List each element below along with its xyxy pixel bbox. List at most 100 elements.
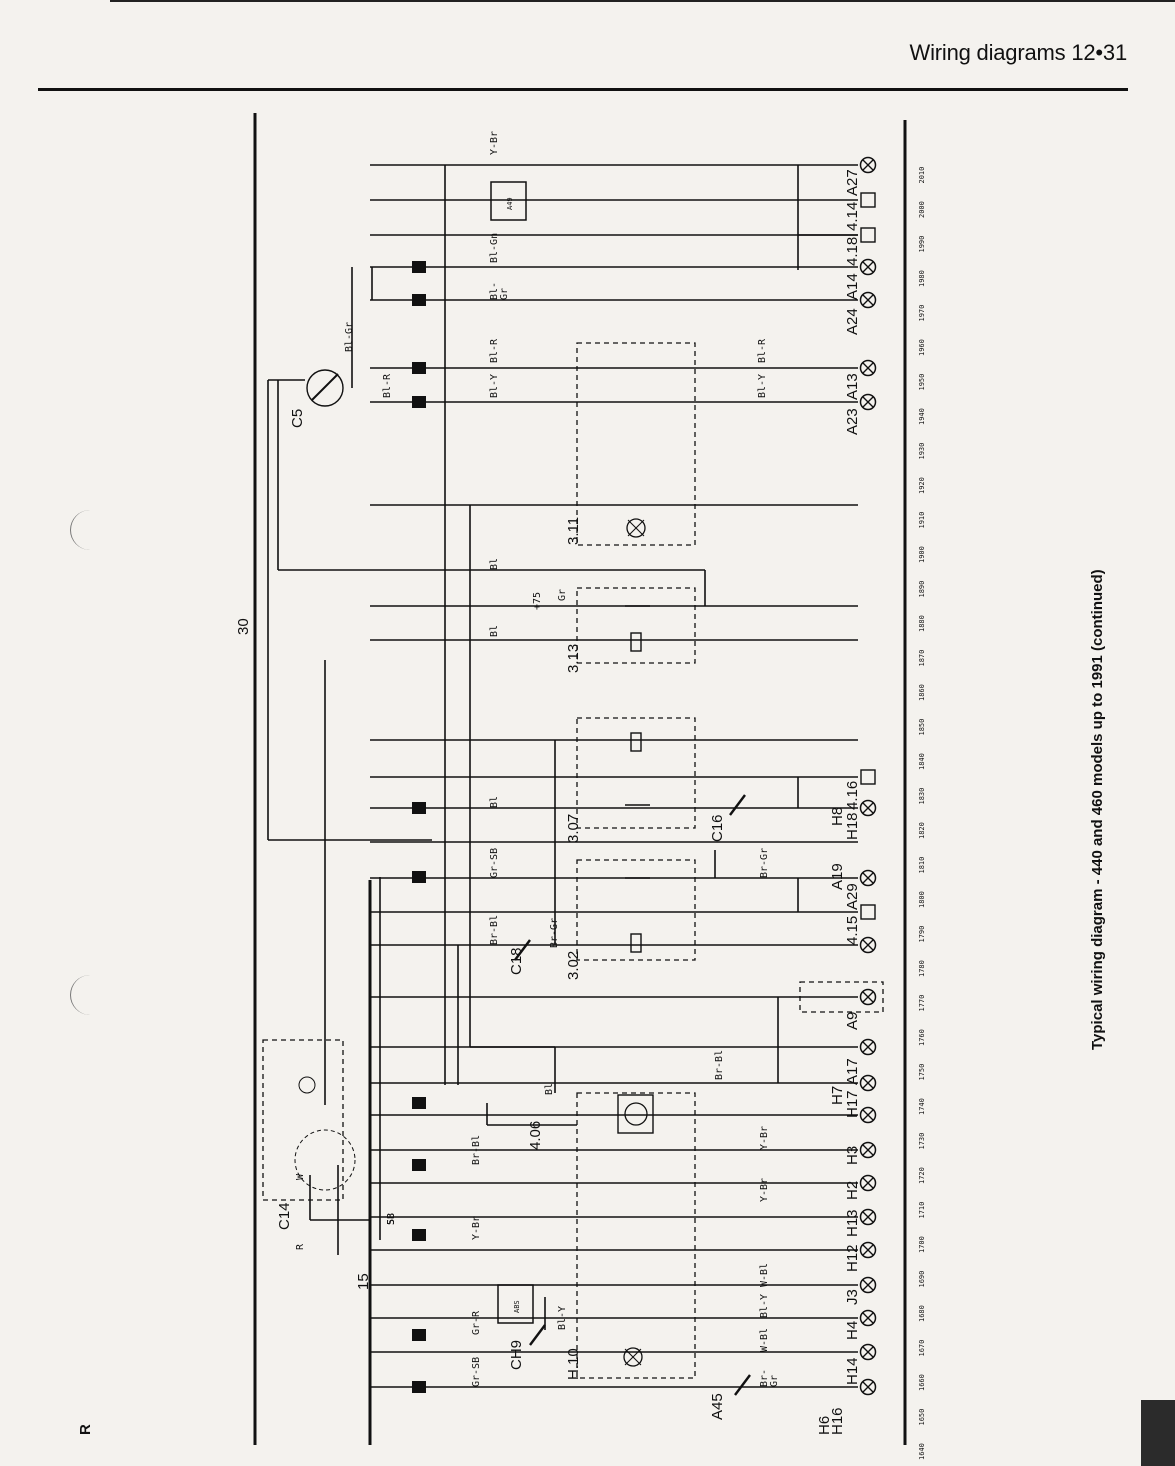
grid-number: 1840 (918, 753, 926, 770)
wire-color-label: Br- (759, 1369, 770, 1387)
grid-number: 1740 (918, 1098, 926, 1115)
switch-c14-box (262, 1039, 344, 1201)
grid-number: 1920 (918, 477, 926, 494)
lamp-icon (859, 936, 877, 954)
grid-number: 1930 (918, 443, 926, 460)
grid-numbers: 1640165016601670168016901700171017201730… (918, 167, 926, 1460)
switch-c16-label: C16 (709, 814, 726, 842)
connector-block (412, 261, 426, 273)
module-a49-label: A49 (506, 197, 514, 210)
lamp-icon (859, 359, 877, 377)
interior-lamp-icon (298, 1076, 316, 1094)
component-label: A23 (844, 408, 861, 435)
wire-color-label: Br-Gr (759, 848, 770, 878)
grid-number: 1860 (918, 684, 926, 701)
wire-color-label: Bl (489, 796, 500, 808)
component-label: H4 (844, 1321, 861, 1340)
chapter-tab (1141, 1400, 1175, 1466)
gauge-box (617, 1094, 654, 1134)
abs-label: ABS (513, 1300, 521, 1313)
bus-58-label: 58 (386, 1213, 397, 1225)
lamp-icon (859, 1276, 877, 1294)
wire-color-label: Br-Bl (489, 915, 500, 945)
wire-color-label: Br-Gr (549, 918, 560, 948)
lamp-icon (859, 1038, 877, 1056)
wire-color-label: Bl (489, 558, 500, 570)
switch-ch9-icon (529, 1324, 546, 1346)
relay-r-label: R (77, 1424, 94, 1435)
grid-number: 1760 (918, 1029, 926, 1046)
grid-number: 1870 (918, 650, 926, 667)
horizontal-wires (370, 164, 858, 1388)
grid-number: 1720 (918, 1167, 926, 1184)
lamp-icon (859, 988, 877, 1006)
wire-color-label: Bl-Y (489, 374, 500, 398)
component-label: H18 (844, 812, 861, 840)
grid-number: 1790 (918, 926, 926, 943)
connector-block (412, 1229, 426, 1241)
lamp-symbols (859, 156, 877, 1396)
component-label: H6 (816, 1416, 833, 1435)
module-311-box (576, 342, 696, 546)
headlamp-switch-c5 (267, 369, 432, 841)
wire-color-label: W (295, 1173, 306, 1180)
connector-block (412, 362, 426, 374)
wire-color-label: W-Bl (759, 1263, 770, 1287)
wire-color-label: Gr (499, 288, 510, 300)
grid-number: 1730 (918, 1133, 926, 1150)
lamp-icon (859, 156, 877, 174)
grid-number: 1770 (918, 995, 926, 1012)
indicator-icon (860, 227, 876, 243)
grid-number: 1810 (918, 857, 926, 874)
grid-number: 1660 (918, 1374, 926, 1391)
wire-color-label: Bl-Y (757, 374, 768, 398)
switch-c18-label: C18 (508, 947, 525, 975)
lamp-icon (859, 393, 877, 411)
grid-number: 1800 (918, 891, 926, 908)
component-label: H7 (829, 1086, 846, 1105)
component-label: H16 (829, 1407, 846, 1435)
switch-ch9-label: CH9 (508, 1340, 525, 1370)
component-label: A27 (844, 169, 861, 196)
switch-c18-icon (514, 939, 531, 961)
switch-c16-icon (729, 794, 746, 816)
lamp-icon (859, 1174, 877, 1192)
component-label: A17 (844, 1058, 861, 1085)
resistor-406-label: 4.06 (527, 1121, 544, 1150)
wire-color-label: SB (386, 1213, 397, 1225)
grid-number: 1900 (918, 546, 926, 563)
indicator-icon (860, 769, 876, 785)
binder-hole-top (70, 510, 101, 550)
relay-302-label: 3.02 (565, 951, 582, 980)
component-label: 4.15 (844, 916, 861, 945)
lamp-icon (859, 1378, 877, 1396)
relay-313-box (576, 587, 696, 664)
top-edge-line (110, 0, 1175, 2)
relay-307-coil (630, 732, 642, 752)
wire-color-label: Bl-Gr (344, 322, 355, 352)
grid-number: 1970 (918, 305, 926, 322)
grid-number: 1980 (918, 270, 926, 287)
relay-313-label: 3.13 (565, 644, 582, 673)
wire-color-label: Bl-Y (557, 1306, 568, 1330)
component-label: H12 (844, 1244, 861, 1272)
grid-number: 1910 (918, 512, 926, 529)
lamp-icon (859, 291, 877, 309)
lamp-icon (859, 1074, 877, 1092)
wire-color-label: Gr-SB (471, 1357, 482, 1387)
wire-color-label: Br-Bl (471, 1135, 482, 1165)
page-header-title: Wiring diagrams 12•31 (909, 40, 1128, 65)
component-label: H8 (829, 807, 846, 826)
grid-number: 1880 (918, 615, 926, 632)
indicator-icon (860, 904, 876, 920)
bus-15-label: 15 (355, 1273, 372, 1290)
gauge-icon (624, 1102, 648, 1126)
lamp-icon (859, 1343, 877, 1361)
grid-number: 1680 (918, 1305, 926, 1322)
lamp-icon (859, 1141, 877, 1159)
component-labels: H6H16H14H4J3H12H13H2H3H17H7A17A94.15A29A… (816, 169, 861, 1435)
component-label: H2 (844, 1181, 861, 1200)
component-label: 4.18 (844, 237, 861, 266)
